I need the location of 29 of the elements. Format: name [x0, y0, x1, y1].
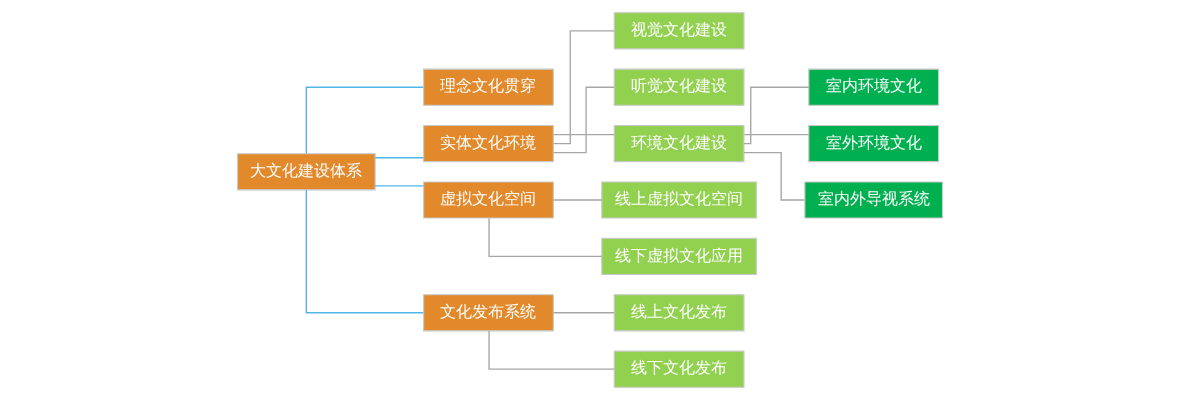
connector: [743, 133, 810, 136]
node-box: 线下文化发布: [613, 350, 745, 388]
connector: [305, 86, 424, 155]
node-box: 文化发布系统: [423, 294, 554, 332]
node-box: 线下虚拟文化应用: [601, 237, 757, 275]
connector: [552, 133, 615, 136]
connector: [552, 199, 603, 201]
node-box: 室内外导视系统: [804, 181, 944, 219]
connector: [488, 330, 615, 370]
node-box: 实体文化环境: [423, 125, 554, 163]
connector: [743, 151, 806, 201]
node-box: 线上虚拟文化空间: [601, 181, 757, 219]
connector: [552, 86, 615, 154]
node-box: 大文化建设体系: [236, 153, 376, 191]
connector: [743, 86, 810, 145]
connector: [305, 189, 424, 314]
connector: [374, 185, 425, 187]
node-box: 环境文化建设: [613, 125, 745, 163]
connector: [488, 217, 603, 258]
node-box: 理念文化贯穿: [423, 68, 554, 106]
node-box: 室内环境文化: [808, 68, 940, 106]
connector: [552, 312, 615, 314]
connector: [374, 157, 425, 159]
node-box: 线上文化发布: [613, 294, 745, 332]
node-box: 视觉文化建设: [613, 12, 745, 50]
node-box: 听觉文化建设: [613, 68, 745, 106]
connector: [553, 30, 615, 145]
node-box: 虚拟文化空间: [423, 181, 554, 219]
node-box: 室外环境文化: [808, 125, 940, 163]
